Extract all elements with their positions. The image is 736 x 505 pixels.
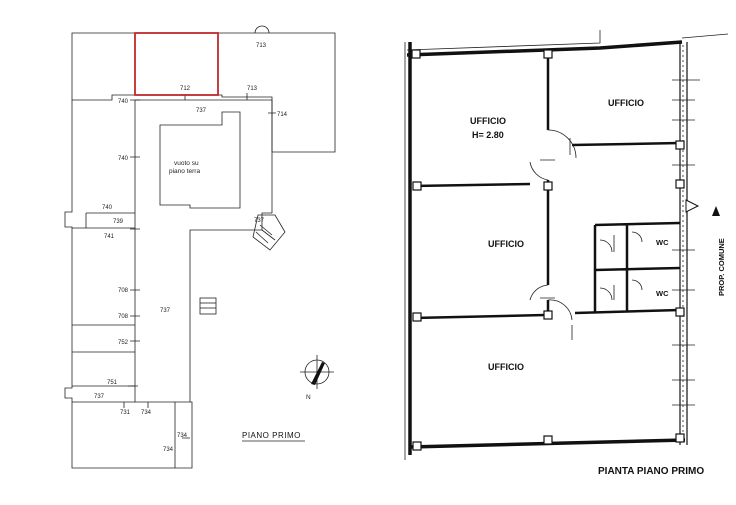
room-office-1: UFFICIO — [470, 116, 506, 126]
parcel-713-top: 713 — [256, 43, 267, 49]
stair-737 — [252, 214, 286, 251]
parcel-739: 739 — [113, 219, 124, 225]
room-wc-1: WC — [656, 238, 669, 247]
east-ticks — [672, 79, 700, 406]
room-office-2: UFFICIO — [608, 98, 644, 108]
room-office-4: UFFICIO — [488, 362, 524, 372]
west-wing-outline — [64, 100, 193, 469]
room-office-1-height: H= 2.80 — [472, 130, 504, 140]
corridor-outline — [135, 99, 273, 402]
left-cadastral-plan: 713 712 713 737 714 740 740 740 739 741 … — [64, 25, 336, 469]
void-outline — [159, 111, 241, 209]
highlighted-unit — [134, 32, 219, 96]
parcel-708-a: 708 — [118, 288, 129, 294]
side-label-prop-comune: PROP. COMUNE — [717, 238, 726, 296]
north-arrow-icon — [300, 355, 334, 389]
parcel-737-stair: 737 — [254, 218, 265, 224]
parcel-712: 712 — [180, 86, 191, 92]
door-swings — [529, 129, 643, 340]
parcel-740-b: 740 — [118, 156, 129, 162]
parcel-740-a: 740 — [118, 99, 129, 105]
left-plan-title: PIANO PRIMO — [242, 431, 301, 440]
parcel-713-mid: 713 — [247, 86, 258, 92]
north-label: N — [306, 394, 311, 401]
room-wc-2: WC — [656, 289, 669, 298]
parcel-714: 714 — [277, 112, 288, 118]
interior-walls — [412, 55, 681, 320]
parcel-740-c: 740 — [102, 205, 113, 211]
parcel-741: 741 — [104, 234, 115, 240]
parcel-737-top: 737 — [196, 108, 207, 114]
right-architectural-plan: UFFICIO H= 2.80 UFFICIO UFFICIO UFFICIO … — [404, 30, 729, 477]
north-wall — [406, 40, 683, 57]
semicircle-713 — [254, 25, 270, 34]
columns — [411, 49, 685, 451]
parcel-731: 731 — [120, 410, 131, 416]
east-wall — [679, 42, 688, 445]
room-office-3: UFFICIO — [488, 239, 524, 249]
parcel-708-b: 708 — [118, 314, 129, 320]
void-label-1: vuoto su — [174, 160, 199, 167]
left-plan-outline — [71, 32, 336, 153]
west-partitions — [72, 212, 176, 468]
parcel-734-c: 734 — [163, 447, 174, 453]
parcel-737-mid: 737 — [160, 308, 171, 314]
parcel-752: 752 — [118, 340, 129, 346]
parcel-751: 751 — [107, 380, 118, 386]
right-plan-title: PIANTA PIANO PRIMO — [598, 466, 704, 477]
parcel-734-b: 734 — [177, 433, 188, 439]
void-label-2: piano terra — [169, 168, 200, 175]
lift-symbol — [199, 297, 217, 315]
parcel-734-a: 734 — [141, 410, 152, 416]
arrow-icon — [712, 206, 720, 216]
parcel-737-bot: 737 — [94, 394, 105, 400]
